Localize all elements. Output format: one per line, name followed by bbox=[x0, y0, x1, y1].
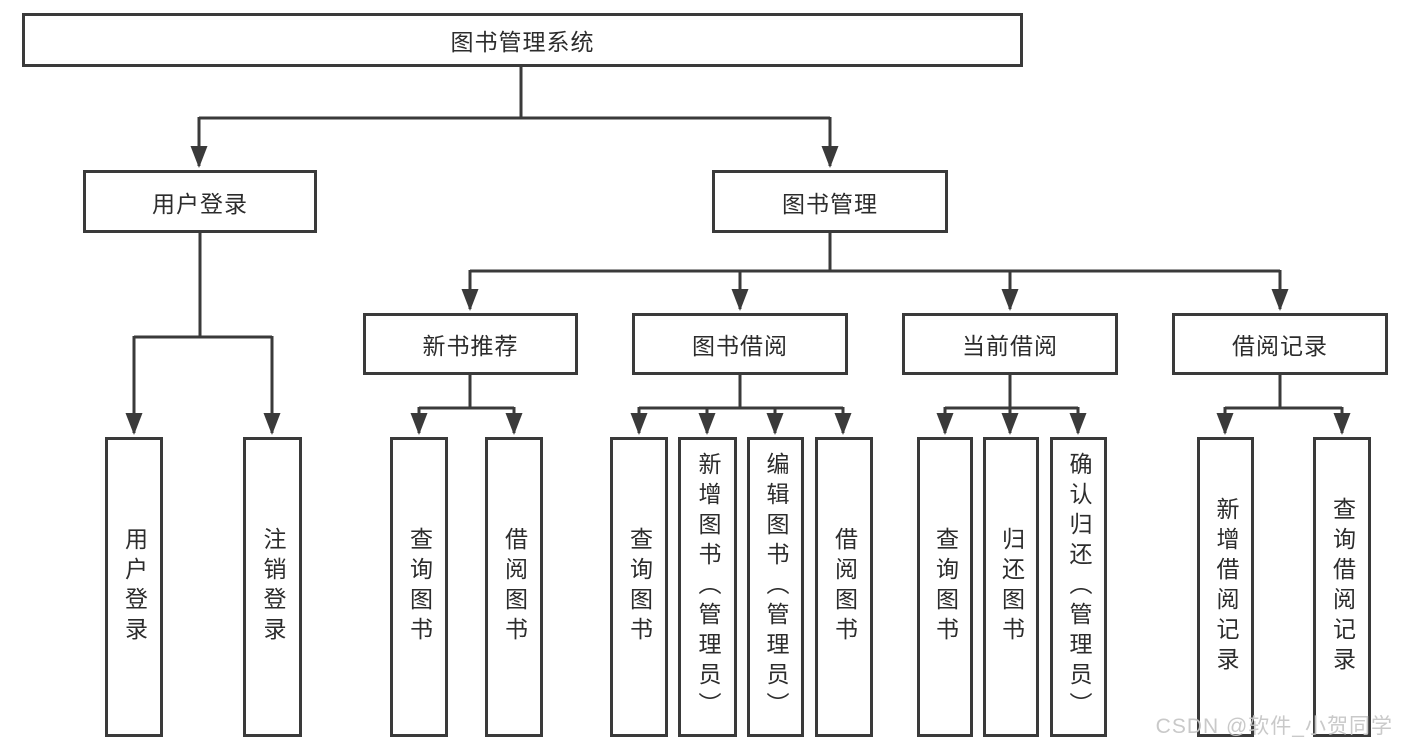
leaf-borrowing-query-books: 查询图书 bbox=[610, 437, 668, 737]
node-borrowing-records-label: 借阅记录 bbox=[1232, 333, 1328, 359]
node-current-borrowing-label: 当前借阅 bbox=[962, 333, 1058, 359]
leaf-current-query-books-label: 查询图书 bbox=[932, 527, 959, 647]
node-new-book-recommendation: 新书推荐 bbox=[363, 313, 578, 375]
leaf-records-add-borrow-record-label: 新增借阅记录 bbox=[1213, 497, 1239, 677]
leaf-borrowing-edit-books-admin-label: 编辑图书（管理员） bbox=[763, 452, 789, 722]
leaf-recommend-borrow-books: 借阅图书 bbox=[485, 437, 543, 737]
leaf-borrowing-query-books-label: 查询图书 bbox=[626, 527, 653, 647]
node-user-login-group-label: 用户登录 bbox=[152, 190, 248, 217]
node-book-management-group: 图书管理 bbox=[712, 170, 948, 233]
leaf-logout-label: 注销登录 bbox=[260, 527, 286, 647]
node-book-borrowing-label: 图书借阅 bbox=[692, 333, 788, 359]
leaf-current-confirm-return-admin: 确认归还（管理员） bbox=[1050, 437, 1107, 737]
node-user-login-group: 用户登录 bbox=[83, 170, 317, 233]
node-borrowing-records: 借阅记录 bbox=[1172, 313, 1388, 375]
leaf-borrowing-edit-books-admin: 编辑图书（管理员） bbox=[747, 437, 804, 737]
leaf-borrowing-borrow-books: 借阅图书 bbox=[815, 437, 873, 737]
node-new-book-recommendation-label: 新书推荐 bbox=[422, 333, 519, 359]
leaf-current-confirm-return-admin-label: 确认归还（管理员） bbox=[1066, 452, 1092, 722]
node-current-borrowing: 当前借阅 bbox=[902, 313, 1118, 375]
leaf-borrowing-borrow-books-label: 借阅图书 bbox=[831, 527, 858, 647]
leaf-borrowing-add-books-admin: 新增图书（管理员） bbox=[678, 437, 737, 737]
leaf-user-login: 用户登录 bbox=[105, 437, 163, 737]
leaf-recommend-borrow-books-label: 借阅图书 bbox=[501, 527, 528, 647]
node-book-management-system-label: 图书管理系统 bbox=[450, 29, 595, 55]
leaf-current-query-books: 查询图书 bbox=[917, 437, 973, 737]
leaf-current-return-books-label: 归还图书 bbox=[998, 527, 1025, 647]
node-book-borrowing: 图书借阅 bbox=[632, 313, 848, 375]
leaf-records-query-borrow-record-label: 查询借阅记录 bbox=[1329, 497, 1356, 677]
leaf-records-add-borrow-record: 新增借阅记录 bbox=[1197, 437, 1254, 737]
leaf-recommend-query-books: 查询图书 bbox=[390, 437, 448, 737]
csdn-watermark: CSDN @软件_小贺同学 bbox=[1155, 715, 1393, 738]
leaf-logout: 注销登录 bbox=[243, 437, 302, 737]
node-book-management-system: 图书管理系统 bbox=[22, 13, 1023, 67]
leaf-user-login-label: 用户登录 bbox=[121, 527, 148, 647]
node-book-management-group-label: 图书管理 bbox=[782, 190, 878, 217]
leaf-records-query-borrow-record: 查询借阅记录 bbox=[1313, 437, 1371, 737]
leaf-recommend-query-books-label: 查询图书 bbox=[406, 527, 433, 647]
leaf-current-return-books: 归还图书 bbox=[983, 437, 1039, 737]
leaf-borrowing-add-books-admin-label: 新增图书（管理员） bbox=[695, 452, 721, 722]
